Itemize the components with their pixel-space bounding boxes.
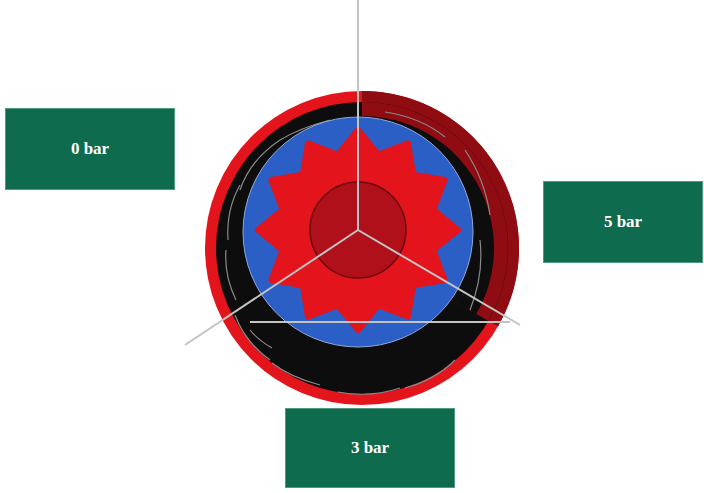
pressure-label: 3 bar [351, 438, 389, 458]
pressure-box: 0 bar [5, 108, 175, 190]
outer-wall [205, 91, 519, 405]
pressure-label: 0 bar [71, 139, 109, 159]
pressure-box: 5 bar [543, 181, 703, 263]
sector-lines [185, 0, 520, 345]
pressure-box: 3 bar [285, 408, 455, 488]
plaque-ring [216, 102, 508, 394]
pressure-label: 5 bar [604, 212, 642, 232]
